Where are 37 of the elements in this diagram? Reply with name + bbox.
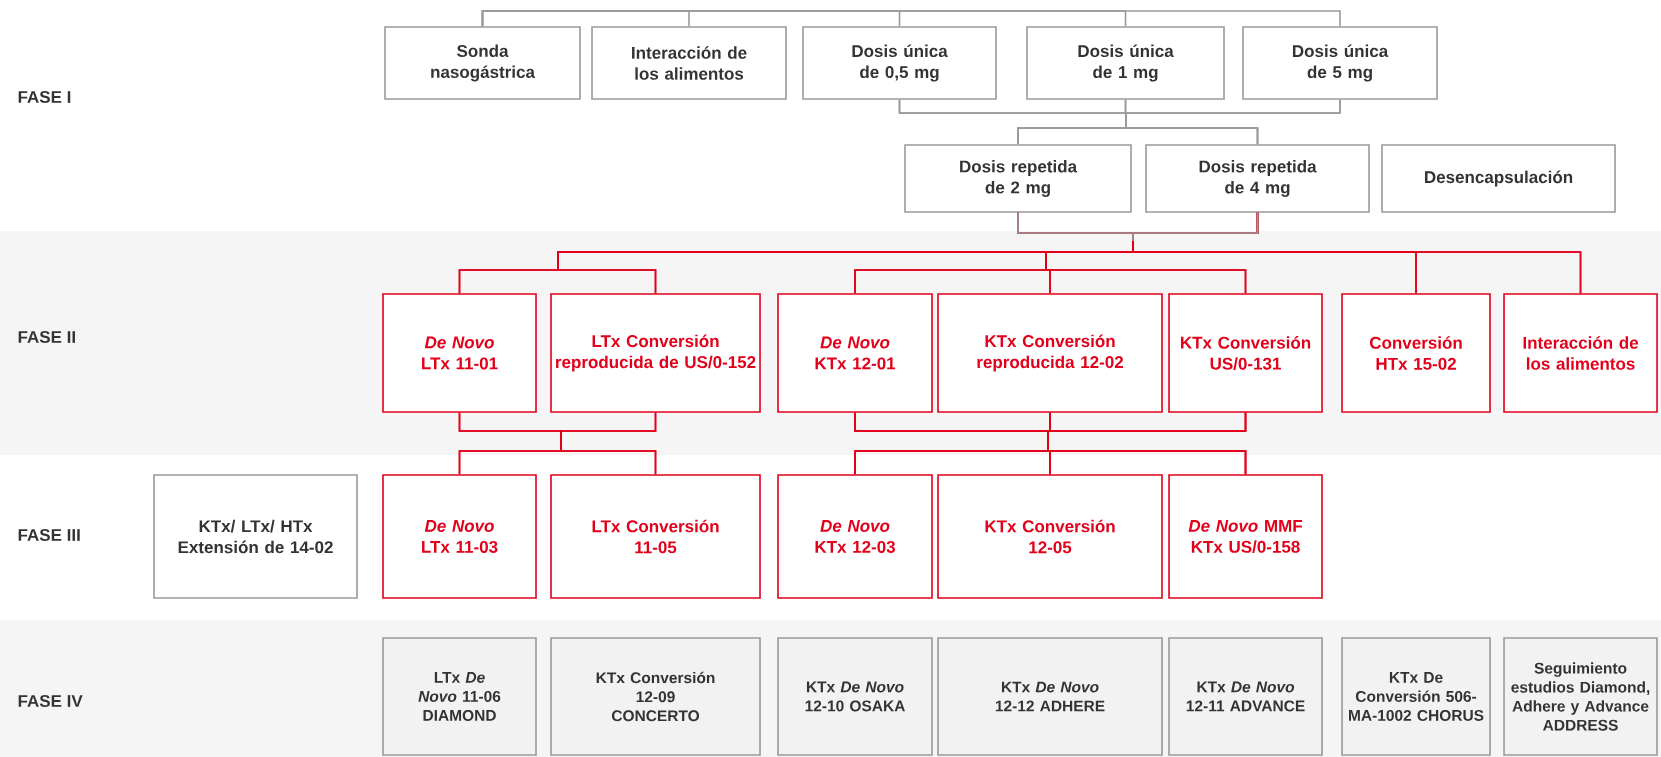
study-box: De Novo MMF KTx US/0-158	[1168, 474, 1323, 599]
study-box: Desencapsulación	[1381, 144, 1616, 213]
study-box: Dosis repetida de 4 mg	[1145, 144, 1370, 213]
study-box: KTx Conversión 12-05	[937, 474, 1163, 599]
study-box: De Novo KTx 12-03	[777, 474, 933, 599]
study-box: KTx Conversión US/0-131	[1168, 293, 1323, 413]
study-box: KTx/ LTx/ HTx Extensión de 14-02	[153, 474, 358, 599]
study-box: KTx Conversión reproducida 12-02	[937, 293, 1163, 413]
study-box: LTx De Novo 11-06 DIAMOND	[382, 637, 537, 756]
study-box: KTx De Novo 12-11 ADVANCE	[1168, 637, 1323, 756]
study-box: KTx De Conversión 506-MA-1002 CHORUS	[1341, 637, 1491, 756]
study-box: Dosis repetida de 2 mg	[904, 144, 1132, 213]
study-box: KTx Conversión 12-09 CONCERTO	[550, 637, 761, 756]
study-box: Seguimiento estudios Diamond, Adhere y Advance ADDRESS	[1503, 637, 1658, 756]
connector-tree	[854, 412, 1247, 475]
phase-label: FASE III	[18, 529, 80, 542]
study-box: Dosis única de 0,5 mg	[802, 26, 997, 100]
study-box: De Novo LTx 11-03	[382, 474, 537, 599]
study-box: Interacción de los alimentos	[1503, 293, 1658, 413]
phase-label: FASE I	[18, 91, 71, 103]
connector-tree	[458, 412, 657, 475]
study-box: KTx De Novo 12-10 OSAKA	[777, 637, 933, 756]
phase-label: FASE IV	[18, 695, 83, 708]
study-box: Interacción de los alimentos	[591, 26, 787, 100]
study-box: Sonda nasogástrica	[384, 26, 581, 100]
study-box: KTx De Novo 12-12 ADHERE	[937, 637, 1163, 756]
study-box: LTx Conversión reproducida de US/0-152	[550, 293, 761, 413]
phase-label: FASE II	[18, 331, 75, 344]
connector-tree	[898, 99, 1341, 145]
study-box: De Novo LTx 11-01	[382, 293, 537, 413]
study-box: Conversión HTx 15-02	[1341, 293, 1491, 413]
connector-tree	[458, 212, 1582, 294]
study-box: Dosis única de 5 mg	[1242, 26, 1438, 100]
connector-tree	[481, 10, 1341, 27]
study-box: De Novo KTx 12-01	[777, 293, 933, 413]
study-box: LTx Conversión 11-05	[550, 474, 761, 599]
study-box: Dosis única de 1 mg	[1026, 26, 1225, 100]
